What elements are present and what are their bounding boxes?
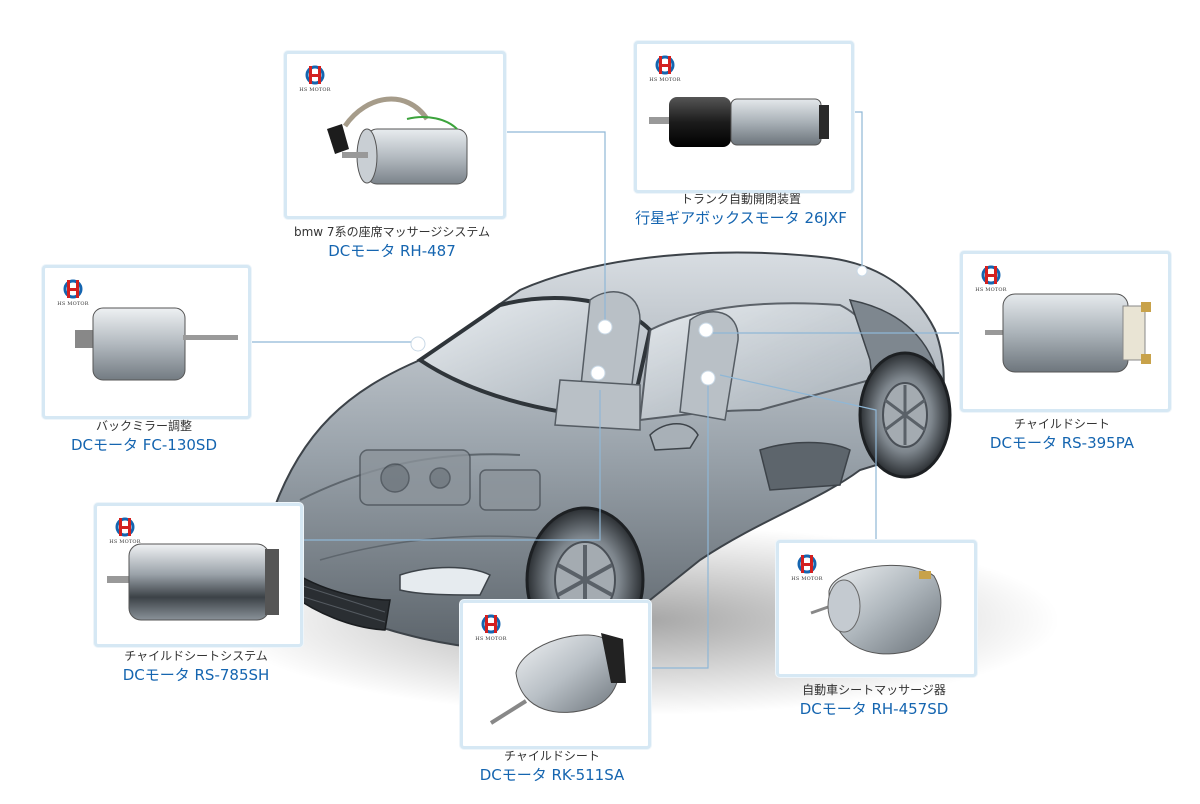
motor-card-mirror: HS MOTOR <box>42 265 251 419</box>
motor-card-child-seat-395: HS MOTOR <box>960 251 1171 412</box>
hs-motor-logo: HS MOTOR <box>475 613 507 642</box>
caption-title: 行星ギアボックスモータ 26JXF <box>635 209 847 227</box>
caption-subtitle: チャイルドシート <box>1014 417 1110 431</box>
caption-child-seat-395: チャイルドシート DCモータ RS-395PA <box>962 416 1162 453</box>
caption-title: DCモータ RH-457SD <box>799 700 949 718</box>
hs-motor-logo: HS MOTOR <box>791 553 823 582</box>
caption-subtitle: 自動車シートマッサージ器 <box>802 683 946 697</box>
caption-massage: bmw 7系の座席マッサージシステム DCモータ RH-487 <box>292 224 492 261</box>
motor-card-massage: HS MOTOR <box>284 51 506 219</box>
caption-subtitle: チャイルドシート <box>504 749 600 763</box>
motor-rk-511sa-image <box>489 633 626 725</box>
caption-mirror: バックミラー調整 DCモータ FC-130SD <box>44 418 244 455</box>
hs-motor-logo: HS MOTOR <box>975 264 1007 293</box>
caption-subtitle: バックミラー調整 <box>95 419 192 433</box>
motor-card-seat-massager: HS MOTOR <box>776 540 977 677</box>
motor-card-child-seat-system: HS MOTOR <box>94 503 303 647</box>
caption-subtitle: bmw 7系の座席マッサージシステム <box>294 225 490 239</box>
caption-title: DCモータ RH-487 <box>328 242 456 260</box>
caption-child-seat-511: チャイルドシート DCモータ RK-511SA <box>452 748 652 785</box>
hs-motor-logo: HS MOTOR <box>299 64 331 93</box>
caption-subtitle: トランク自動開閉装置 <box>680 192 801 206</box>
motor-fc-130sd-image <box>75 307 238 381</box>
caption-title: DCモータ RK-511SA <box>479 766 625 784</box>
caption-title: DCモータ RS-785SH <box>122 666 270 684</box>
caption-trunk: トランク自動開閉装置 行星ギアボックスモータ 26JXF <box>631 191 851 228</box>
caption-subtitle: チャイルドシートシステム <box>124 649 268 663</box>
motor-card-child-seat-511: HS MOTOR <box>460 600 651 749</box>
caption-title: DCモータ FC-130SD <box>70 436 217 454</box>
motor-26jxf-image <box>649 97 829 147</box>
motor-rs-785sh-image <box>107 543 279 621</box>
hs-motor-logo: HS MOTOR <box>57 278 89 307</box>
caption-seat-massager: 自動車シートマッサージ器 DCモータ RH-457SD <box>774 682 974 719</box>
motor-rs-395pa-image <box>985 293 1151 373</box>
caption-child-seat-system: チャイルドシートシステム DCモータ RS-785SH <box>96 648 296 685</box>
motor-rh-457sd-image <box>810 564 942 655</box>
caption-title: DCモータ RS-395PA <box>989 434 1135 452</box>
rear-wheel <box>858 351 952 479</box>
motor-rh-487-image <box>327 96 468 185</box>
motor-card-trunk: HS MOTOR <box>634 41 854 193</box>
hs-motor-logo: HS MOTOR <box>649 54 681 83</box>
hs-motor-logo: HS MOTOR <box>109 516 141 545</box>
